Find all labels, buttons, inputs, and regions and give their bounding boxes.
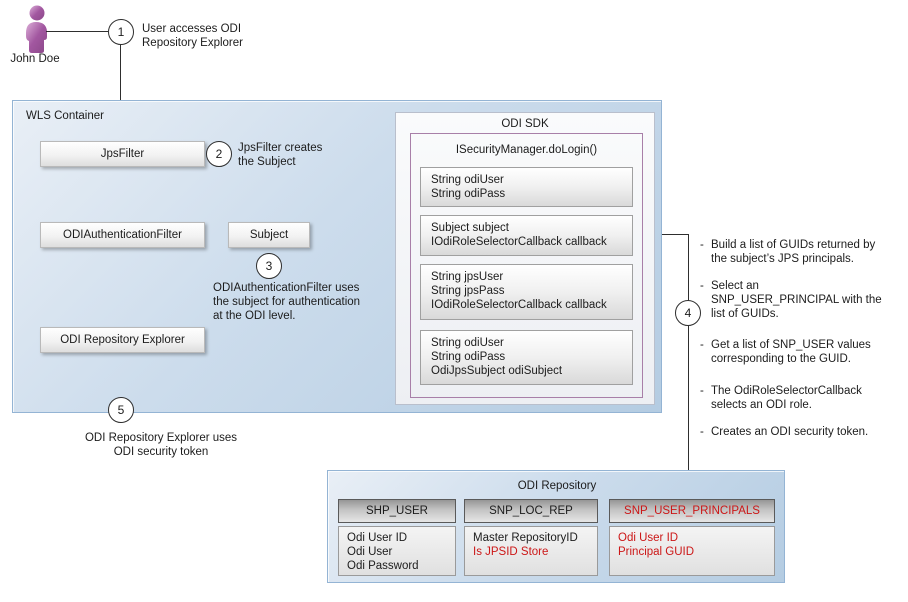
bullet-dash: - (700, 339, 704, 351)
subject-label: Subject (249, 229, 289, 241)
step3-text: ODIAuthenticationFilter uses the subject… (213, 282, 361, 322)
note-item-guids: - Build a list of GUIDs returned by the … (700, 238, 908, 266)
connector-notes-sdk-horizontal (647, 234, 688, 235)
note-text: Build a list of GUIDs returned by the su… (711, 239, 876, 265)
odiauthenticationfilter-box: ODIAuthenticationFilter (40, 222, 205, 248)
step-circle-1: 1 (108, 19, 134, 45)
sdk-param-jpsuser-jpspass-callback: String jpsUser String jpsPass IOdiRoleSe… (420, 264, 633, 320)
odiauthenticationfilter-label: ODIAuthenticationFilter (63, 229, 182, 241)
step1-text: User accesses ODI Repository Explorer (142, 23, 243, 49)
sdk-param-odiuser-odisubject: String odiUser String odiPass OdiJpsSubj… (420, 330, 633, 385)
note-item-snp-user-values: - Get a list of SNP_USER values correspo… (700, 338, 908, 366)
note-text: Get a list of SNP_USER values correspond… (711, 339, 871, 365)
step-number-4: 4 (684, 306, 692, 320)
step5-text: ODI Repository Explorer uses ODI securit… (84, 432, 238, 458)
bullet-dash: - (700, 280, 704, 292)
table-header-shp-user: SHP_USER (338, 499, 456, 523)
bullet-dash: - (700, 426, 704, 438)
odi-repository-container: ODI Repository SHP_USER Odi User ID Odi … (327, 470, 785, 583)
connector-actor-step1 (46, 31, 108, 32)
table-body-shp-user: Odi User ID Odi User Odi Password (338, 526, 456, 576)
note-text: Select an SNP_USER_PRINCIPAL with the li… (711, 280, 882, 320)
step-circle-5: 5 (108, 397, 134, 423)
table-row: Odi User ID (347, 532, 408, 544)
jpsfilter-box: JpsFilter (40, 141, 205, 167)
connector-notes-repository-vertical (688, 234, 689, 470)
table-body-snp-loc-rep: Master RepositoryID Is JPSID Store (464, 526, 598, 576)
wls-container-title: WLS Container (26, 110, 104, 122)
step-number-2: 2 (215, 147, 223, 161)
step-circle-3: 3 (256, 253, 282, 279)
table-header-snp-user-principals: SNP_USER_PRINCIPALS (609, 499, 775, 523)
note-item-role-selector: - The OdiRoleSelectorCallback selects an… (700, 384, 908, 412)
step-circle-4: 4 (675, 300, 701, 326)
table-header-snp-loc-rep: SNP_LOC_REP (464, 499, 598, 523)
table-row: Master RepositoryID (473, 532, 578, 544)
actor-label: John Doe (10, 53, 60, 65)
note-item-select-principal: - Select an SNP_USER_PRINCIPAL with the … (700, 279, 908, 321)
isecuritymanager-box (410, 133, 643, 398)
isecuritymanager-title: ISecurityManager.doLogin() (455, 144, 598, 156)
user-person-icon (26, 5, 47, 53)
odi-repository-explorer-label: ODI Repository Explorer (60, 334, 185, 346)
bullet-dash: - (700, 385, 704, 397)
notes-list: - Build a list of GUIDs returned by the … (700, 238, 908, 452)
jpsfilter-label: JpsFilter (100, 148, 145, 160)
odi-repository-title: ODI Repository (517, 480, 597, 492)
step-number-3: 3 (265, 259, 273, 273)
sdk-param-subject-callback: Subject subject IOdiRoleSelectorCallback… (420, 215, 633, 256)
odi-repository-explorer-box: ODI Repository Explorer (40, 327, 205, 353)
step-number-5: 5 (117, 403, 125, 417)
step-number-1: 1 (117, 25, 125, 39)
note-text: The OdiRoleSelectorCallback selects an O… (711, 385, 862, 411)
subject-box: Subject (228, 222, 310, 248)
note-text: Creates an ODI security token. (711, 426, 869, 438)
sdk-param-odiuser-odipass: String odiUser String odiPass (420, 167, 633, 207)
note-item-security-token: - Creates an ODI security token. (700, 425, 908, 439)
table-row: Odi Password (347, 560, 419, 572)
table-row-highlighted: Odi User ID (618, 532, 679, 544)
odi-sdk-title: ODI SDK (501, 118, 549, 130)
table-row: Odi User (347, 546, 393, 558)
table-body-snp-user-principals: Odi User ID Principal GUID (609, 526, 775, 576)
table-row-highlighted: Is JPSID Store (473, 546, 549, 558)
step-circle-2: 2 (206, 141, 232, 167)
bullet-dash: - (700, 239, 704, 251)
step2-text: JpsFilter creates the Subject (238, 142, 323, 168)
table-row-highlighted: Principal GUID (618, 546, 695, 558)
